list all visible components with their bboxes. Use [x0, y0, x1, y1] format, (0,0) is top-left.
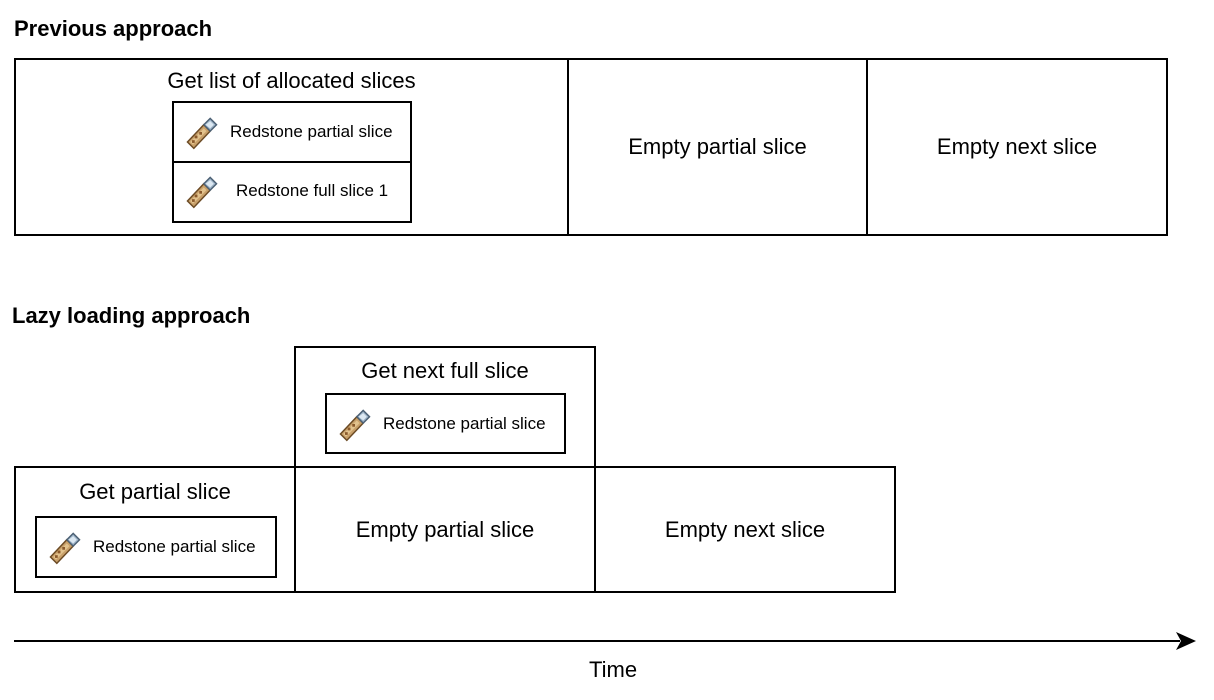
- previous-empty-next-box: Empty next slice: [866, 58, 1168, 236]
- get-list-title: Get list of allocated slices: [167, 68, 416, 93]
- lazy-empty-partial-box: Empty partial slice: [294, 466, 596, 593]
- slice-label: Redstone full slice 1: [236, 181, 389, 200]
- slice-label: Redstone partial slice: [93, 537, 256, 556]
- get-list-box: Get list of allocated slices Redstone pa…: [14, 58, 569, 236]
- empty-partial-label: Empty partial slice: [355, 516, 535, 542]
- next-full-slice-item: Redstone partial slice: [325, 393, 566, 454]
- time-label: Time: [589, 657, 638, 682]
- slice-label: Redstone partial slice: [230, 122, 393, 141]
- slice-label: Redstone partial slice: [383, 413, 546, 433]
- arrow-right-icon: [1176, 632, 1196, 650]
- allocated-slices-list: Redstone partial slice Redstone full sli…: [172, 101, 412, 223]
- lazy-empty-next-box: Empty next slice: [594, 466, 896, 593]
- empty-next-label: Empty next slice: [664, 516, 826, 542]
- empty-partial-label: Empty partial slice: [628, 134, 807, 159]
- list-item: Redstone full slice 1: [174, 161, 410, 219]
- list-item: Redstone partial slice: [174, 103, 410, 161]
- get-partial-title: Get partial slice: [79, 479, 231, 504]
- get-partial-box: Get partial slice Redstone partial slice: [14, 466, 296, 593]
- partial-slice-item: Redstone partial slice: [35, 516, 277, 578]
- get-next-full-title: Get next full slice: [361, 358, 529, 383]
- lazy-approach-heading: Lazy loading approach: [12, 303, 251, 328]
- previous-empty-partial-box: Empty partial slice: [567, 58, 868, 236]
- previous-approach-heading: Previous approach: [14, 16, 213, 41]
- get-next-full-box: Get next full slice Redstone partial sli…: [294, 346, 596, 468]
- empty-next-label: Empty next slice: [936, 134, 1098, 159]
